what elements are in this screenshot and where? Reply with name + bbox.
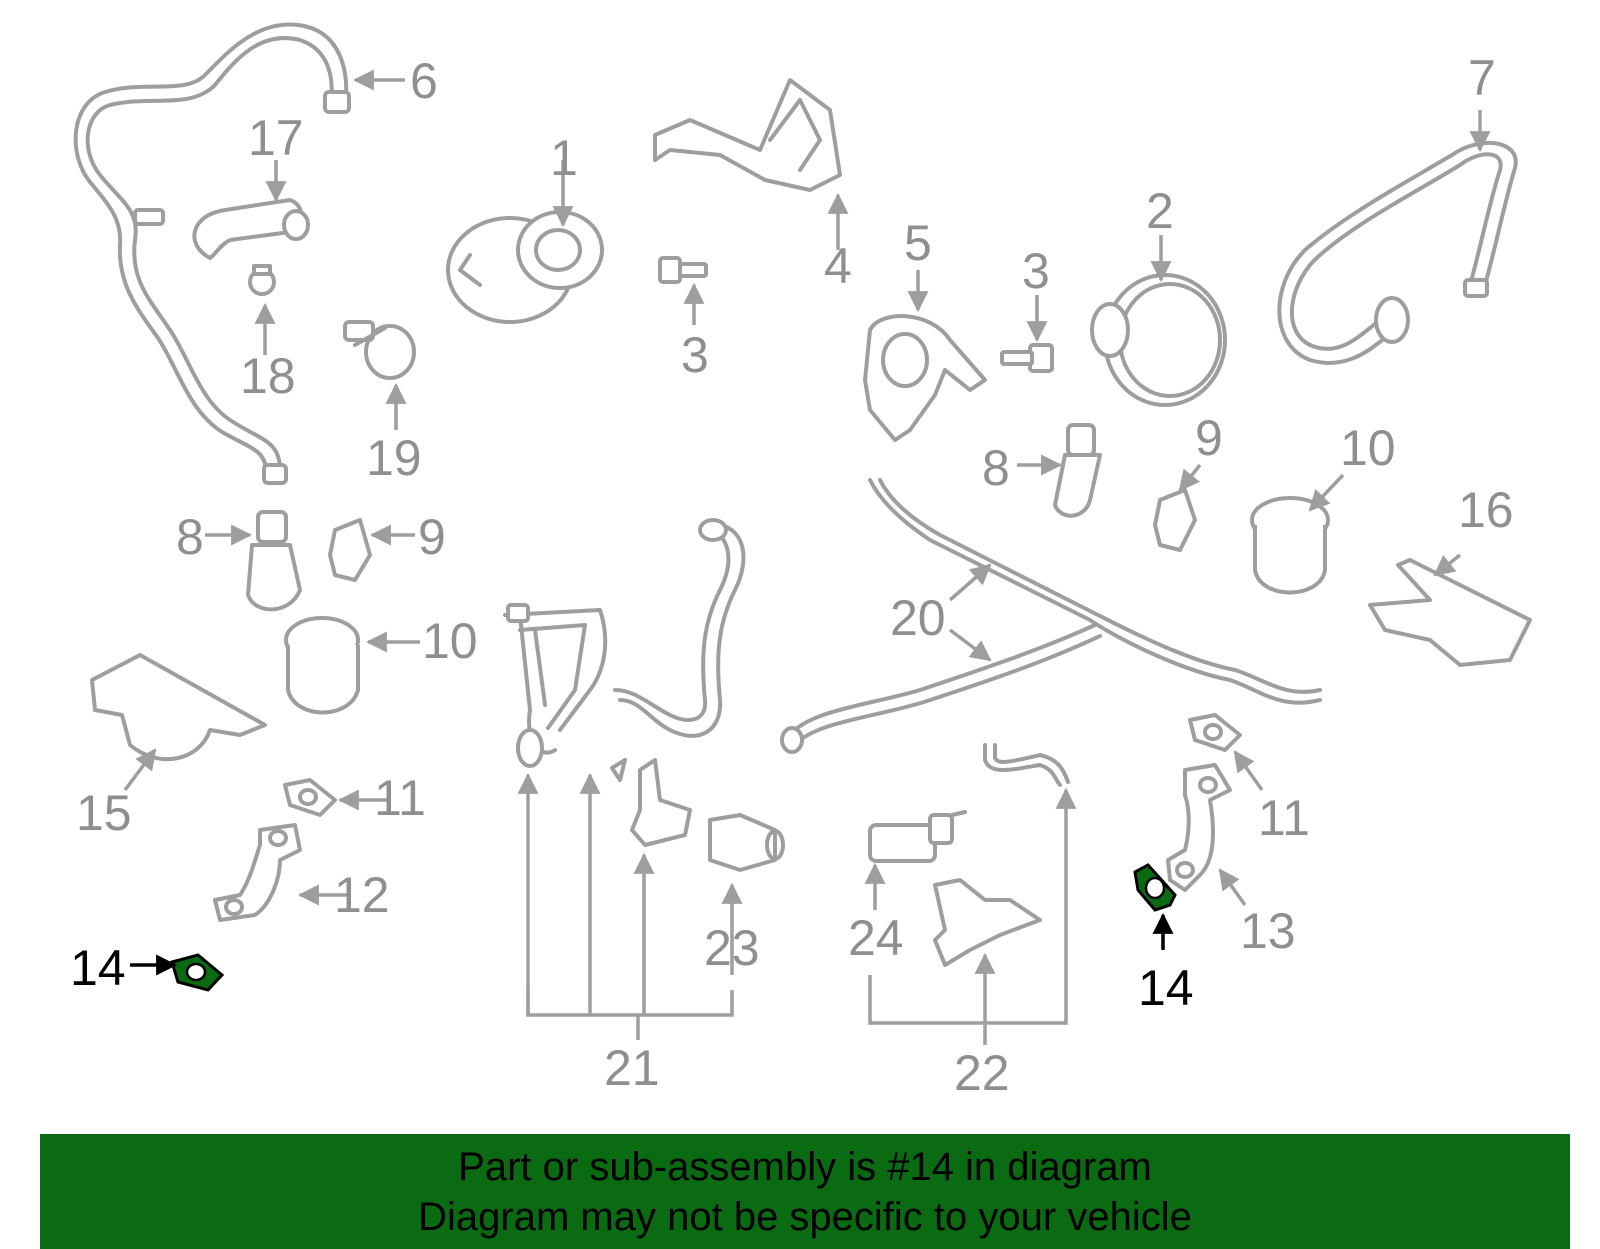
part-9-valve-right[interactable] bbox=[1153, 488, 1197, 552]
callout-8-right[interactable]: 8 bbox=[982, 440, 1010, 496]
callout-1[interactable]: 1 bbox=[550, 130, 578, 186]
callout-17[interactable]: 17 bbox=[248, 110, 304, 166]
callout-3[interactable]: 3 bbox=[681, 327, 709, 383]
part-11-gasket-left[interactable] bbox=[283, 778, 337, 817]
callout-leaders bbox=[123, 69, 1491, 907]
part-14-gasket-right[interactable] bbox=[1133, 863, 1177, 912]
callout-22[interactable]: 22 bbox=[954, 1045, 1010, 1101]
callout-labels: 6 17 1 4 3 18 19 5 3 2 7 8 9 10 16 8 9 1… bbox=[70, 50, 1514, 1101]
callout-18[interactable]: 18 bbox=[240, 348, 296, 404]
callout-12[interactable]: 12 bbox=[334, 867, 390, 923]
callout-11-right[interactable]: 11 bbox=[1258, 790, 1310, 846]
part-1-air-pump[interactable] bbox=[446, 210, 604, 324]
callout-19[interactable]: 19 bbox=[366, 430, 422, 486]
callout-leaders-14 bbox=[130, 912, 1174, 976]
part-24-solenoid[interactable] bbox=[864, 810, 967, 910]
part-21-pipe-assembly[interactable] bbox=[503, 518, 785, 1040]
callout-10-left[interactable]: 10 bbox=[422, 613, 478, 669]
part-4-bracket[interactable] bbox=[653, 78, 842, 192]
callout-24[interactable]: 24 bbox=[848, 910, 904, 966]
part-19-valve[interactable] bbox=[343, 320, 416, 380]
part-9-valve-left[interactable] bbox=[328, 518, 372, 582]
part-5-bracket[interactable] bbox=[863, 314, 987, 442]
part-8-valve-right[interactable] bbox=[1053, 423, 1102, 518]
callout-15[interactable]: 15 bbox=[76, 785, 132, 841]
callout-3-right[interactable]: 3 bbox=[1022, 243, 1050, 299]
part-14-gasket-left[interactable] bbox=[170, 953, 225, 992]
part-2-filter[interactable] bbox=[1090, 273, 1227, 407]
part-18-clamp[interactable] bbox=[248, 264, 276, 296]
callout-14-right[interactable]: 14 bbox=[1138, 960, 1194, 1016]
callout-10-right[interactable]: 10 bbox=[1340, 420, 1396, 476]
part-6-hose[interactable] bbox=[73, 22, 351, 485]
part-7-hose[interactable] bbox=[1277, 141, 1518, 365]
callout-21[interactable]: 21 bbox=[604, 1040, 660, 1096]
part-12-pipe[interactable] bbox=[213, 823, 302, 922]
callout-13[interactable]: 13 bbox=[1240, 903, 1296, 959]
part-10-valve-right[interactable] bbox=[1250, 496, 1330, 595]
part-11-gasket-right[interactable] bbox=[1188, 713, 1242, 752]
callout-23[interactable]: 23 bbox=[704, 920, 760, 976]
callout-6[interactable]: 6 bbox=[410, 53, 438, 109]
part-22-assembly[interactable] bbox=[868, 743, 1077, 1045]
callout-14-left[interactable]: 14 bbox=[70, 940, 126, 996]
callout-11-left[interactable]: 11 bbox=[374, 770, 426, 826]
callout-4[interactable]: 4 bbox=[824, 238, 852, 294]
part-16-shield[interactable] bbox=[1368, 558, 1532, 667]
part-3-sensor-right[interactable] bbox=[1000, 343, 1054, 373]
callout-8-left[interactable]: 8 bbox=[176, 509, 204, 565]
part-17-hose[interactable] bbox=[192, 198, 310, 260]
info-banner: Part or sub-assembly is #14 in diagram D… bbox=[40, 1134, 1570, 1249]
banner-line-disclaimer: Diagram may not be specific to your vehi… bbox=[418, 1195, 1192, 1239]
callout-5[interactable]: 5 bbox=[904, 215, 932, 271]
callout-2[interactable]: 2 bbox=[1146, 183, 1174, 239]
part-13-pipe[interactable] bbox=[1166, 763, 1232, 892]
part-3-sensor[interactable] bbox=[658, 256, 708, 284]
part-15-shield[interactable] bbox=[90, 653, 267, 762]
banner-line-part: Part or sub-assembly is #14 in diagram bbox=[458, 1145, 1152, 1189]
callout-16[interactable]: 16 bbox=[1458, 482, 1514, 538]
part-10-valve-left[interactable] bbox=[284, 616, 360, 715]
callout-9-right[interactable]: 9 bbox=[1195, 410, 1223, 466]
callout-20[interactable]: 20 bbox=[890, 590, 946, 646]
callout-9-left[interactable]: 9 bbox=[418, 509, 446, 565]
part-8-valve-left[interactable] bbox=[246, 510, 302, 612]
part-20-vacuum-line[interactable] bbox=[780, 478, 1322, 754]
callout-7[interactable]: 7 bbox=[1468, 50, 1496, 106]
